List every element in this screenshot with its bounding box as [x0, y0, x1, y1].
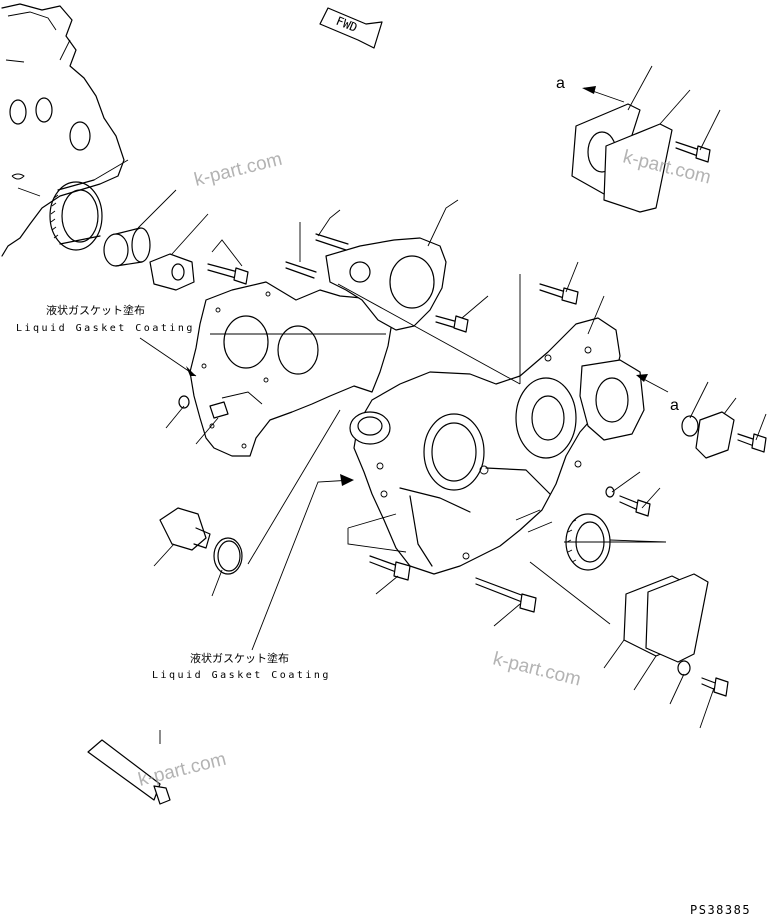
view-ref-upper-label: a	[556, 75, 565, 92]
drawing-code: PS38385	[690, 903, 751, 917]
engine-block-fragment	[1, 3, 125, 257]
bolt-upper-mid	[435, 315, 469, 333]
oil-filler-cap	[159, 507, 211, 551]
bolt-cover-upper	[675, 141, 711, 163]
cover-plate-upper	[571, 103, 673, 213]
watermark-1: k-part.com	[192, 149, 284, 191]
gasket-callout-upper-en: Liquid Gasket Coating	[16, 323, 195, 334]
gasket-callout-upper-jp: 液状ガスケット塗布	[46, 303, 145, 317]
watermark-3: k-part.com	[491, 648, 583, 690]
stud-bolts	[285, 233, 349, 279]
view-ref-lower: a	[636, 374, 679, 414]
washer-right-mid	[605, 486, 651, 517]
gasket-callout-lower: 液状ガスケット塗布 Liquid Gasket Coating	[152, 409, 354, 681]
cover-plate-small	[681, 411, 767, 459]
pump-mount-flange	[579, 359, 645, 441]
bolt-upper-right	[539, 283, 579, 305]
crankshaft-gear	[49, 179, 103, 251]
spacer-collar	[103, 227, 151, 267]
cover-plate-lower	[623, 573, 729, 697]
pulley-hub	[149, 253, 195, 291]
upper-gasket	[325, 237, 447, 331]
dowel-pin	[178, 395, 229, 419]
oil-filler-boss	[349, 411, 391, 445]
leader-lines	[93, 65, 767, 744]
view-ref-lower-label: a	[670, 397, 679, 414]
forward-direction-arrow: FWD	[319, 7, 383, 49]
bolt-lower-center	[475, 577, 537, 613]
gasket-callout-lower-jp: 液状ガスケット塗布	[190, 651, 289, 665]
liquid-gasket-tube	[87, 739, 171, 805]
gasket-callout-lower-en: Liquid Gasket Coating	[152, 670, 331, 681]
gasket-callout-upper: 液状ガスケット塗布 Liquid Gasket Coating	[16, 303, 197, 377]
bolt-lower-left	[369, 555, 411, 581]
watermark-4: k-part.com	[136, 749, 228, 791]
bolt-hub	[207, 263, 249, 285]
view-ref-upper: a	[556, 75, 625, 103]
front-gear-cover	[353, 317, 621, 575]
gear-case-gasket-plate	[189, 281, 393, 457]
o-ring	[213, 537, 243, 575]
